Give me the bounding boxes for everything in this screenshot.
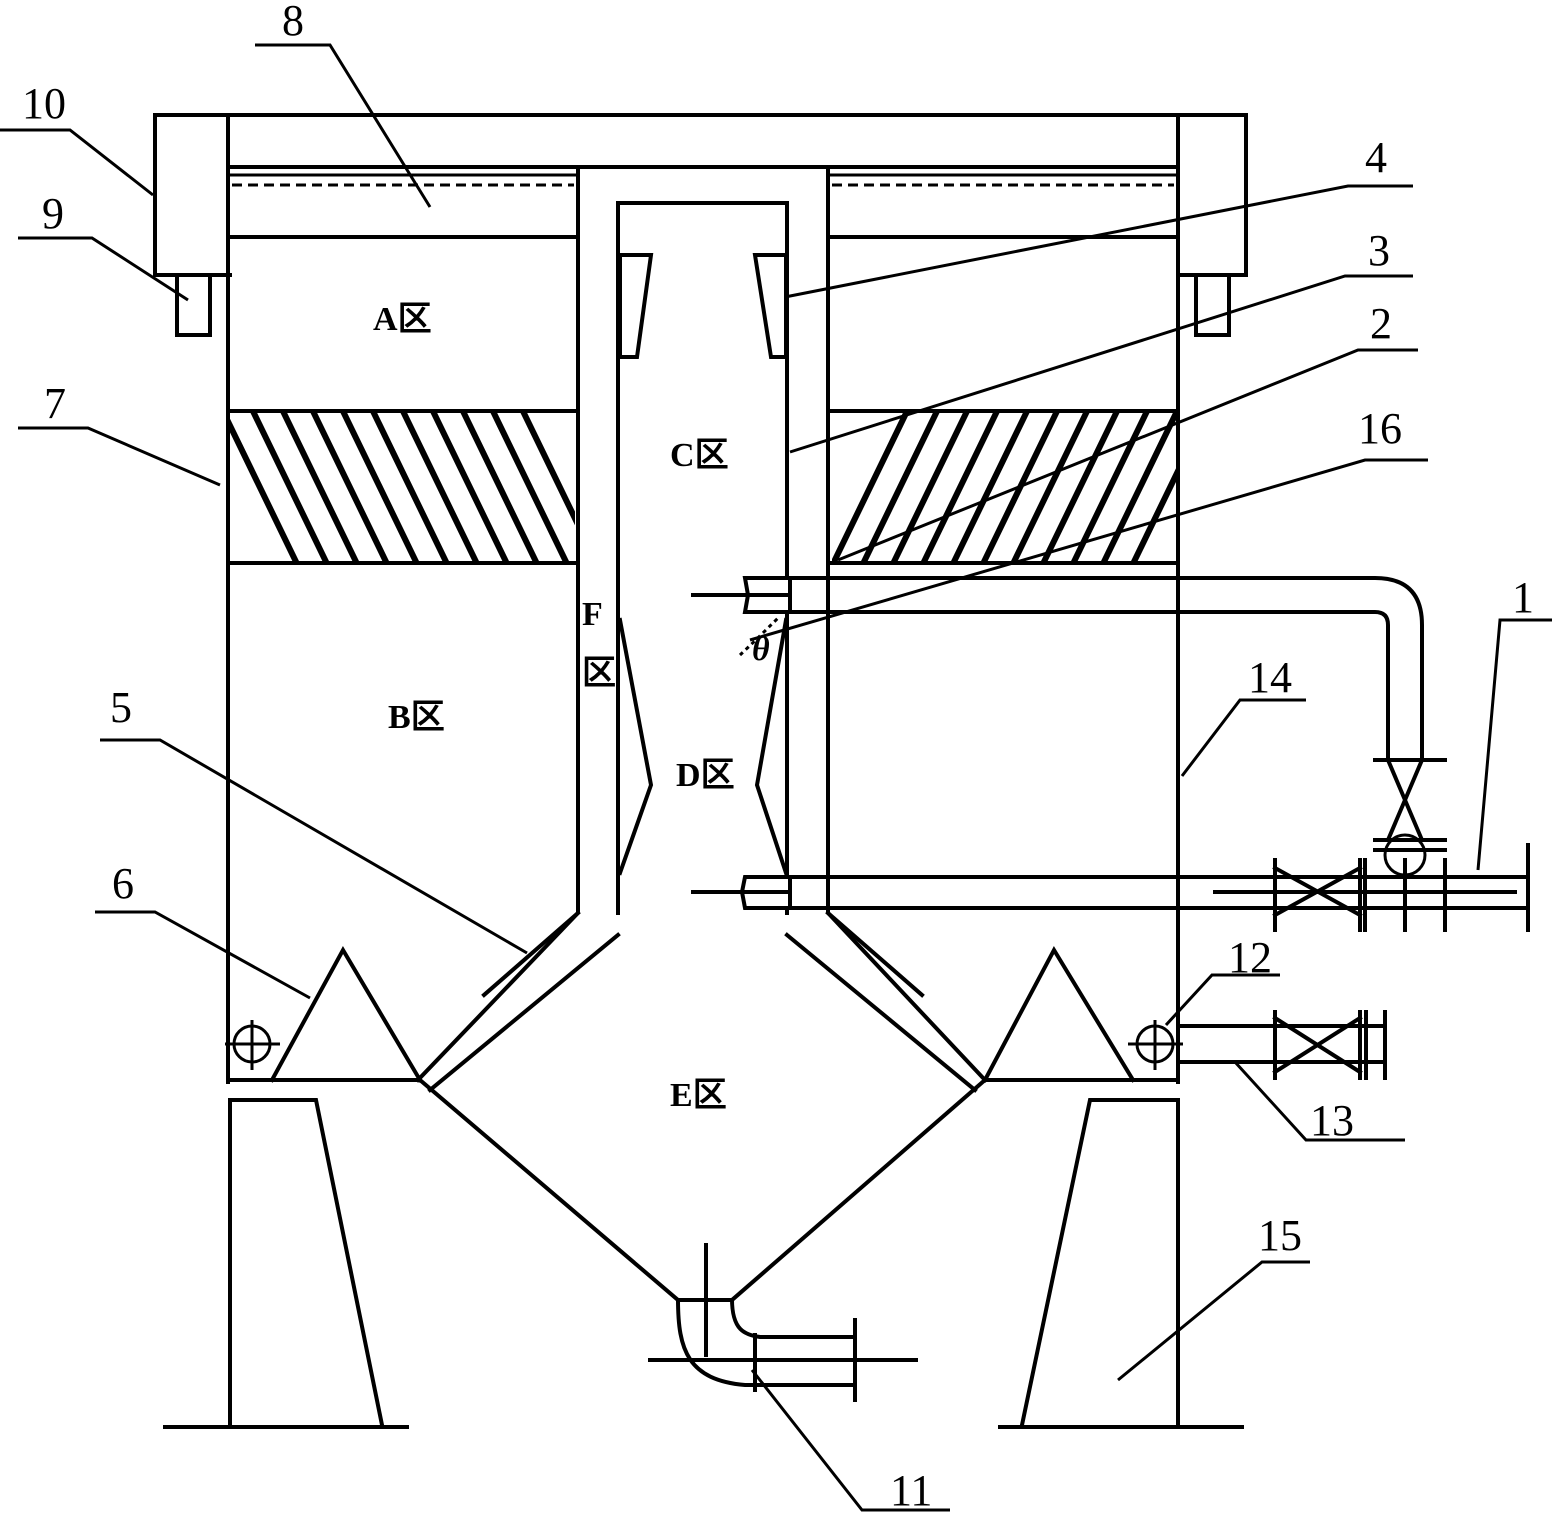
top-launder (153, 113, 1248, 277)
outlet-nozzle-left (175, 273, 212, 337)
zone-label-f: F (582, 596, 603, 633)
callout-2: 2 (1370, 299, 1392, 348)
sludge-discharge-pipe (225, 1010, 1387, 1080)
outer-tank-wall (226, 165, 1180, 1084)
support-legs (163, 1098, 1244, 1429)
inclined-plate-packing-left (226, 409, 580, 565)
callout-5: 5 (110, 683, 132, 732)
callout-16: 16 (1358, 404, 1402, 453)
callout-14: 14 (1248, 653, 1292, 702)
callout-9: 9 (42, 189, 64, 238)
callout-numbers: 8 10 9 4 3 2 16 7 5 6 14 1 12 13 15 11 (22, 0, 1534, 1515)
inclined-plate-packing-right (826, 409, 1180, 565)
water-trough (226, 173, 1180, 239)
callout-10: 10 (22, 79, 66, 128)
sludge-outlet-pipe (648, 1243, 918, 1402)
callout-15: 15 (1258, 1211, 1302, 1260)
callout-13: 13 (1310, 1096, 1354, 1145)
outlet-nozzle-right (1194, 273, 1231, 337)
callout-4: 4 (1365, 133, 1387, 182)
zone-label-d: D区 (676, 757, 735, 794)
callout-11: 11 (890, 1466, 932, 1515)
zone-label-b: B区 (388, 699, 445, 736)
leader-lines (0, 43, 1552, 1512)
zone-label-f-suffix: 区 (582, 655, 616, 692)
zone-label-a: A区 (373, 301, 432, 338)
inlet-pipe-upper (691, 576, 1447, 877)
angle-theta: θ (752, 631, 770, 668)
callout-6: 6 (112, 859, 134, 908)
zone-label-e: E区 (670, 1077, 727, 1114)
zone-label-c: C区 (670, 437, 729, 474)
callout-12: 12 (1228, 933, 1272, 982)
inlet-pipe-lower (691, 843, 1530, 932)
zone-labels: A区 B区 C区 D区 E区 F 区 θ (373, 301, 770, 1114)
callout-8: 8 (282, 0, 304, 45)
callout-7: 7 (44, 379, 66, 428)
callout-1: 1 (1512, 573, 1534, 622)
callout-3: 3 (1368, 226, 1390, 275)
